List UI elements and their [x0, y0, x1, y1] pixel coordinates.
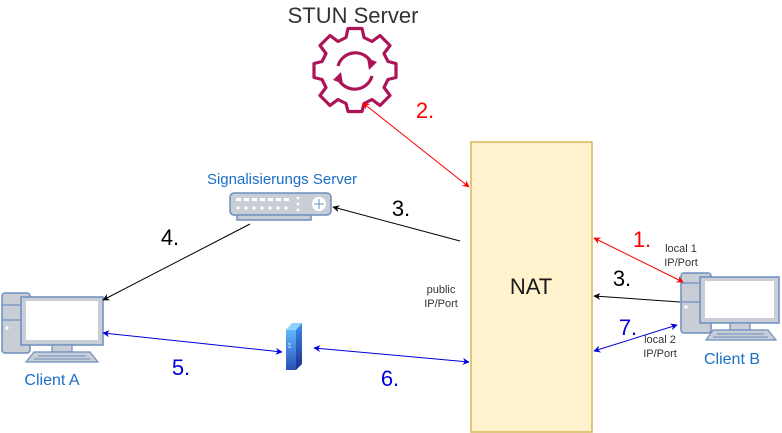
step-7-label: 7.	[619, 315, 637, 340]
server-tower-icon[interactable]	[286, 323, 302, 370]
network-switch-icon[interactable]	[229, 192, 332, 221]
client-a-computer-icon[interactable]	[1, 292, 104, 363]
edge-clienta-relay	[102, 330, 283, 355]
nat-box[interactable]: NAT	[470, 141, 593, 433]
edge-stun-nat	[362, 102, 470, 188]
local2-ip-port-annotation: local 2 IP/Port	[643, 334, 677, 360]
step-3-clientb-label: 3.	[613, 266, 631, 291]
edge-clientb-nat-7	[593, 323, 678, 353]
edge-clientb-nat-1	[593, 237, 684, 283]
public-line1: public	[427, 284, 456, 296]
local1-line2: IP/Port	[664, 257, 698, 269]
local2-line2: IP/Port	[643, 348, 677, 360]
step-3-signaling-label: 3.	[392, 196, 410, 221]
step-5-label: 5.	[172, 355, 190, 380]
client-b-label: Client B	[704, 351, 760, 368]
client-a-label: Client A	[24, 372, 79, 389]
step-4-label: 4.	[161, 225, 179, 250]
edge-nat-signaling	[332, 205, 461, 242]
stun-server-title: STUN Server	[288, 3, 419, 28]
gear-sync-icon[interactable]	[312, 26, 398, 114]
local2-line1: local 2	[644, 334, 676, 346]
public-ip-port-annotation: public IP/Port	[424, 284, 458, 310]
step-6-label: 6.	[381, 366, 399, 391]
public-line2: IP/Port	[424, 298, 458, 310]
signaling-server-label: Signalisierungs Server	[207, 171, 357, 188]
local1-ip-port-annotation: local 1 IP/Port	[664, 243, 698, 269]
step-1-label: 1.	[633, 227, 651, 252]
client-b-computer-icon[interactable]	[680, 272, 780, 341]
edge-signaling-clienta	[102, 223, 251, 301]
edge-relay-nat	[313, 345, 470, 365]
edge-clientb-nat-3	[593, 292, 681, 303]
step-2-label: 2.	[416, 98, 434, 123]
local1-line1: local 1	[665, 243, 697, 255]
nat-label: NAT	[510, 274, 552, 299]
